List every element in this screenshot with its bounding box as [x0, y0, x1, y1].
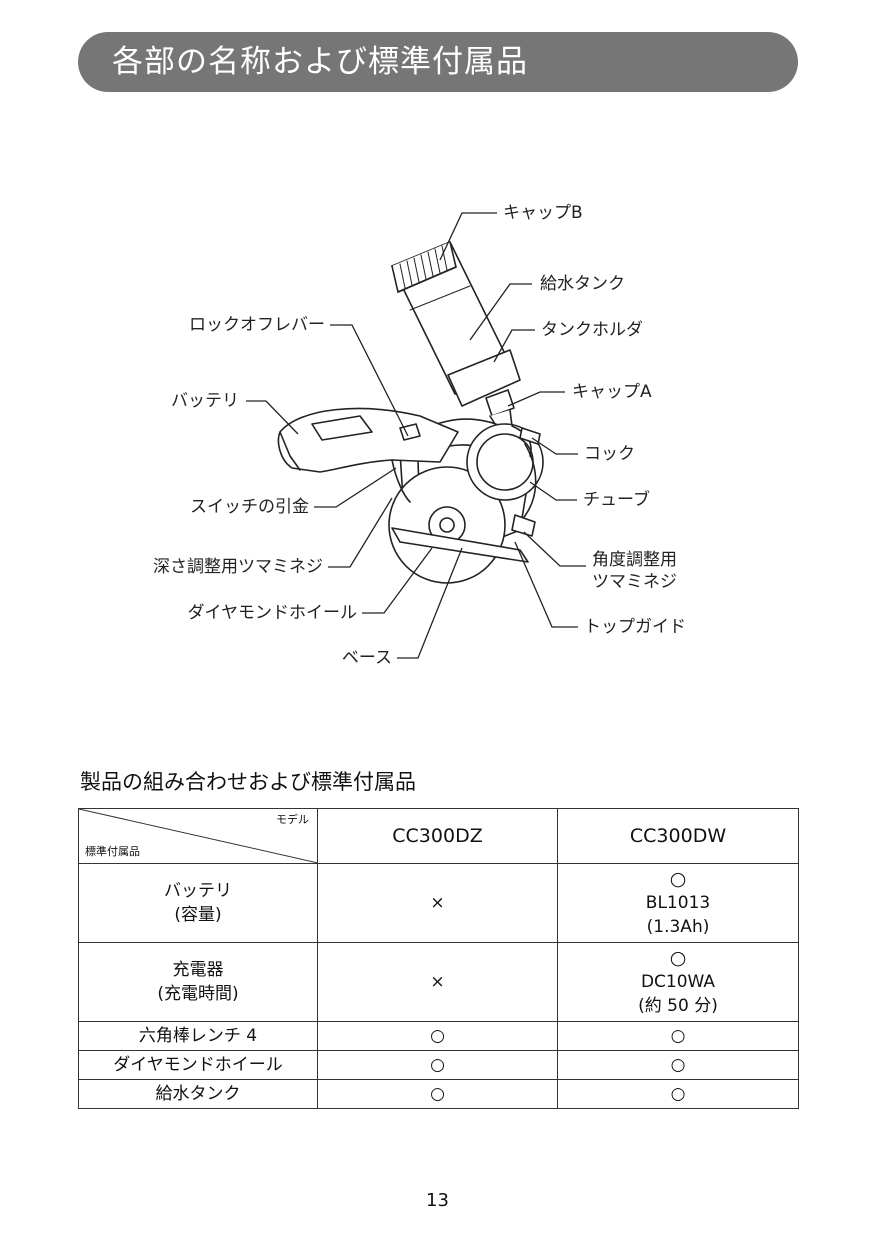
label-depth-knob: 深さ調整用ツマミネジ	[153, 557, 323, 577]
row-label: 給水タンク	[78, 1079, 318, 1109]
cell-dw: ○	[557, 1079, 799, 1109]
label-switch-trigger: スイッチの引金	[190, 497, 309, 517]
base-plate-shape	[391, 527, 529, 563]
cap-a-shape	[485, 389, 515, 417]
cell-dz: ○	[317, 1079, 558, 1109]
label-tube: チューブ	[583, 490, 650, 510]
label-top-guide: トップガイド	[584, 617, 686, 637]
tool-illustration	[246, 212, 586, 659]
tool-diagram: キャップB 給水タンク タンクホルダ ロックオフレバー キャップA バッテリ コ…	[0, 170, 875, 690]
cell-dz: ×	[317, 942, 558, 1022]
corner-cell: モデル 標準付属品	[78, 808, 318, 864]
corner-accessory-label: 標準付属品	[85, 845, 140, 858]
section-banner: 各部の名称および標準付属品	[78, 32, 798, 92]
label-angle-knob-1: 角度調整用	[592, 550, 677, 570]
label-tank-holder: タンクホルダ	[541, 320, 643, 340]
label-battery: バッテリ	[171, 391, 239, 411]
label-cock: コック	[584, 444, 635, 464]
row-label: 充電器(充電時間)	[78, 942, 318, 1022]
table-row: 充電器(充電時間) × ○DC10WA(約 50 分)	[78, 942, 799, 1022]
cell-dw: ○BL1013(1.3Ah)	[557, 863, 799, 943]
model-header-dw: CC300DW	[557, 808, 799, 864]
label-diamond-wheel: ダイヤモンドホイール	[187, 603, 358, 623]
table-header-row: モデル 標準付属品 CC300DZ CC300DW	[78, 808, 799, 864]
corner-model-label: モデル	[276, 813, 309, 826]
page-number: 13	[426, 1190, 449, 1211]
cell-dw: ○DC10WA(約 50 分)	[557, 942, 799, 1022]
label-water-tank: 給水タンク	[540, 274, 625, 294]
accessory-table: モデル 標準付属品 CC300DZ CC300DW バッテリ(容量) × ○BL…	[78, 808, 799, 1109]
label-cap-a: キャップA	[572, 382, 652, 402]
label-lock-off-lever: ロックオフレバー	[189, 315, 325, 335]
row-label: 六角棒レンチ 4	[78, 1021, 318, 1051]
table-row: 六角棒レンチ 4 ○ ○	[78, 1021, 799, 1051]
cell-dw: ○	[557, 1050, 799, 1080]
combo-section-title: 製品の組み合わせおよび標準付属品	[80, 770, 416, 794]
table-row: 給水タンク ○ ○	[78, 1079, 799, 1109]
cell-dz: ○	[317, 1021, 558, 1051]
table-row: バッテリ(容量) × ○BL1013(1.3Ah)	[78, 863, 799, 943]
model-header-dz: CC300DZ	[317, 808, 558, 864]
label-base: ベース	[341, 648, 392, 668]
table-row: ダイヤモンドホイール ○ ○	[78, 1050, 799, 1080]
row-label: ダイヤモンドホイール	[78, 1050, 318, 1080]
page-title: 各部の名称および標準付属品	[112, 44, 528, 80]
label-cap-b: キャップB	[503, 203, 583, 223]
row-label: バッテリ(容量)	[78, 863, 318, 943]
label-angle-knob-2: ツマミネジ	[592, 572, 677, 592]
cell-dz: ○	[317, 1050, 558, 1080]
cell-dz: ×	[317, 863, 558, 943]
cell-dw: ○	[557, 1021, 799, 1051]
tank-holder-shape	[447, 349, 521, 407]
